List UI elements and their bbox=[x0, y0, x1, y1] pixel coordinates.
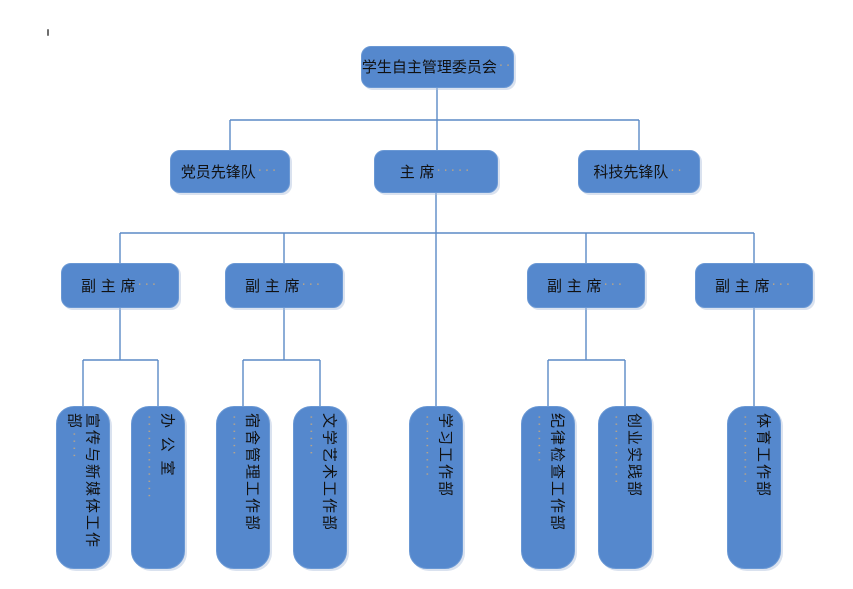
node-label: 宿舍管理工作部 bbox=[243, 412, 262, 532]
formatting-dots: ····· bbox=[436, 163, 473, 179]
node-label: 副 主 席 bbox=[245, 276, 300, 295]
org-node-publicity-new-media-dept[interactable]: 宣传与新媒体工作部···· bbox=[56, 406, 110, 569]
node-label: 科技先锋队 bbox=[593, 162, 669, 181]
formatting-dots: ·· bbox=[498, 59, 514, 75]
org-node-dormitory-management-dept[interactable]: 宿舍管理工作部······ bbox=[216, 406, 270, 569]
org-node-study-dept[interactable]: 学习工作部········· bbox=[409, 406, 463, 569]
node-label: 体育工作部 bbox=[754, 412, 773, 498]
org-node-entrepreneurship-practice-dept[interactable]: 创业实践部·········· bbox=[598, 406, 652, 569]
formatting-dots: ············ bbox=[140, 414, 156, 501]
formatting-dots: ········· bbox=[418, 414, 434, 479]
org-node-office[interactable]: 办 公 室············ bbox=[131, 406, 185, 569]
org-node-tech-pioneer-team[interactable]: 科技先锋队·· bbox=[578, 150, 700, 193]
org-node-sports-dept[interactable]: 体育工作部·········· bbox=[727, 406, 781, 569]
node-label: 副 主 席 bbox=[715, 276, 770, 295]
node-label: 学生自主管理委员会 bbox=[361, 58, 497, 76]
formatting-dots: ··· bbox=[771, 277, 793, 293]
org-node-vice-chairman-3[interactable]: 副 主 席··· bbox=[527, 263, 645, 308]
org-node-vice-chairman-1[interactable]: 副 主 席··· bbox=[61, 263, 179, 308]
node-label: 文学艺术工作部 bbox=[320, 412, 339, 532]
formatting-dots: ······ bbox=[302, 414, 318, 458]
formatting-dots: ··· bbox=[137, 277, 159, 293]
org-node-party-pioneer-team[interactable]: 党员先锋队··· bbox=[170, 150, 290, 193]
formatting-dots: ··· bbox=[301, 277, 323, 293]
node-label: 党员先锋队 bbox=[180, 162, 256, 181]
org-node-vice-chairman-4[interactable]: 副 主 席··· bbox=[695, 263, 813, 308]
node-label: 办 公 室 bbox=[158, 412, 177, 478]
org-node-discipline-inspection-dept[interactable]: 纪律检查工作部······· bbox=[521, 406, 575, 569]
org-node-vice-chairman-2[interactable]: 副 主 席··· bbox=[225, 263, 343, 308]
node-label: 宣传与新媒体工作部 bbox=[65, 412, 102, 549]
formatting-dots: ···· bbox=[65, 431, 81, 461]
formatting-dots: ······· bbox=[530, 414, 546, 465]
cursor-mark bbox=[47, 29, 49, 36]
formatting-dots: ··· bbox=[603, 277, 625, 293]
org-node-committee[interactable]: 学生自主管理委员会·· bbox=[361, 46, 514, 88]
formatting-dots: ·········· bbox=[607, 414, 623, 486]
org-node-chairman[interactable]: 主 席····· bbox=[374, 150, 498, 193]
node-label: 纪律检查工作部 bbox=[548, 412, 567, 532]
node-label: 学习工作部 bbox=[436, 412, 455, 498]
node-label: 副 主 席 bbox=[547, 276, 602, 295]
org-node-literature-art-dept[interactable]: 文学艺术工作部······ bbox=[293, 406, 347, 569]
node-label: 主 席 bbox=[399, 162, 435, 181]
formatting-dots: ·· bbox=[670, 163, 685, 179]
node-label: 副 主 席 bbox=[81, 276, 136, 295]
formatting-dots: ·········· bbox=[736, 414, 752, 486]
node-label: 创业实践部 bbox=[625, 412, 644, 498]
formatting-dots: ··· bbox=[257, 163, 280, 179]
formatting-dots: ······ bbox=[225, 414, 241, 458]
